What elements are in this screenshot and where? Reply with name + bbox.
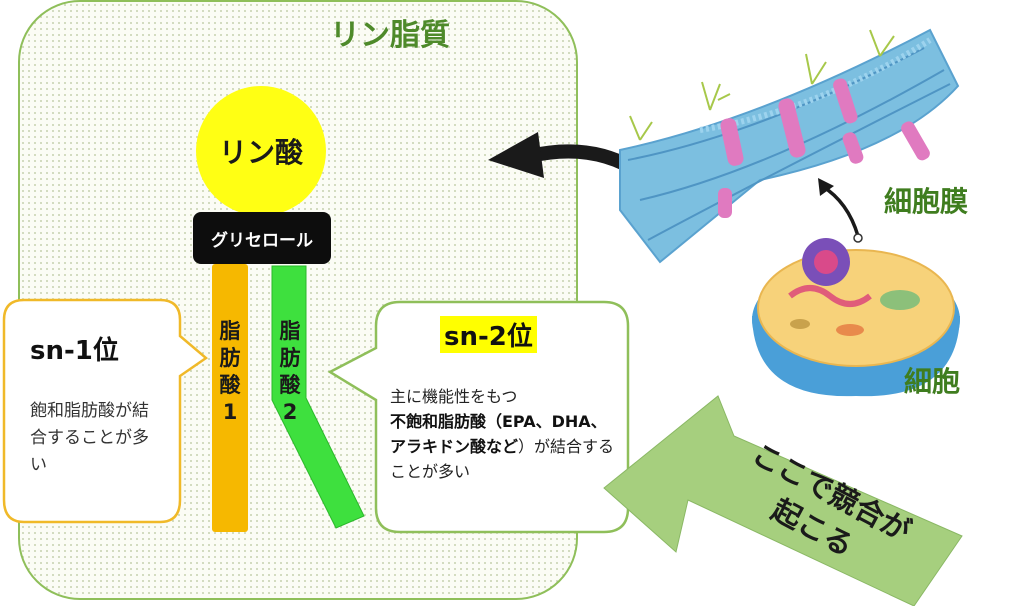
cell-label: 細胞	[904, 365, 961, 398]
fatty-acid-1-chain	[212, 264, 248, 532]
glycerol-label: グリセロール	[211, 230, 313, 251]
sn1-title: sn-1位	[30, 336, 119, 366]
sn2-title: sn-2位	[440, 316, 537, 353]
fatty-acid-1-label: 脂 肪 酸 1	[219, 319, 241, 424]
sn2-description: 主に機能性をもつ不飽和脂肪酸（EPA、DHA、アラキドン酸など）が結合することが…	[390, 387, 615, 481]
membrane-arrow-head	[488, 132, 544, 178]
sn1-bubble	[2, 298, 209, 524]
cell-membrane-illustration	[619, 28, 960, 264]
competition-arrow	[603, 395, 963, 606]
glycerol-backbone: グリセロール	[193, 212, 331, 264]
fatty-acid-2-label: 脂 肪 酸 2	[279, 319, 301, 424]
phosphate-head: リン酸	[196, 86, 326, 216]
phosphate-label: リン酸	[218, 136, 303, 169]
cell-illustration	[752, 238, 960, 397]
panel-title: リン脂質	[330, 18, 450, 53]
sn1-description: 飽和脂肪酸が結合することが多い	[30, 401, 149, 475]
cell-arrow	[821, 184, 860, 237]
membrane-label: 細胞膜	[884, 185, 969, 218]
fatty-acid-2-chain	[271, 265, 365, 529]
sn2-bubble	[327, 300, 630, 534]
cell-arrow-head	[818, 178, 834, 196]
